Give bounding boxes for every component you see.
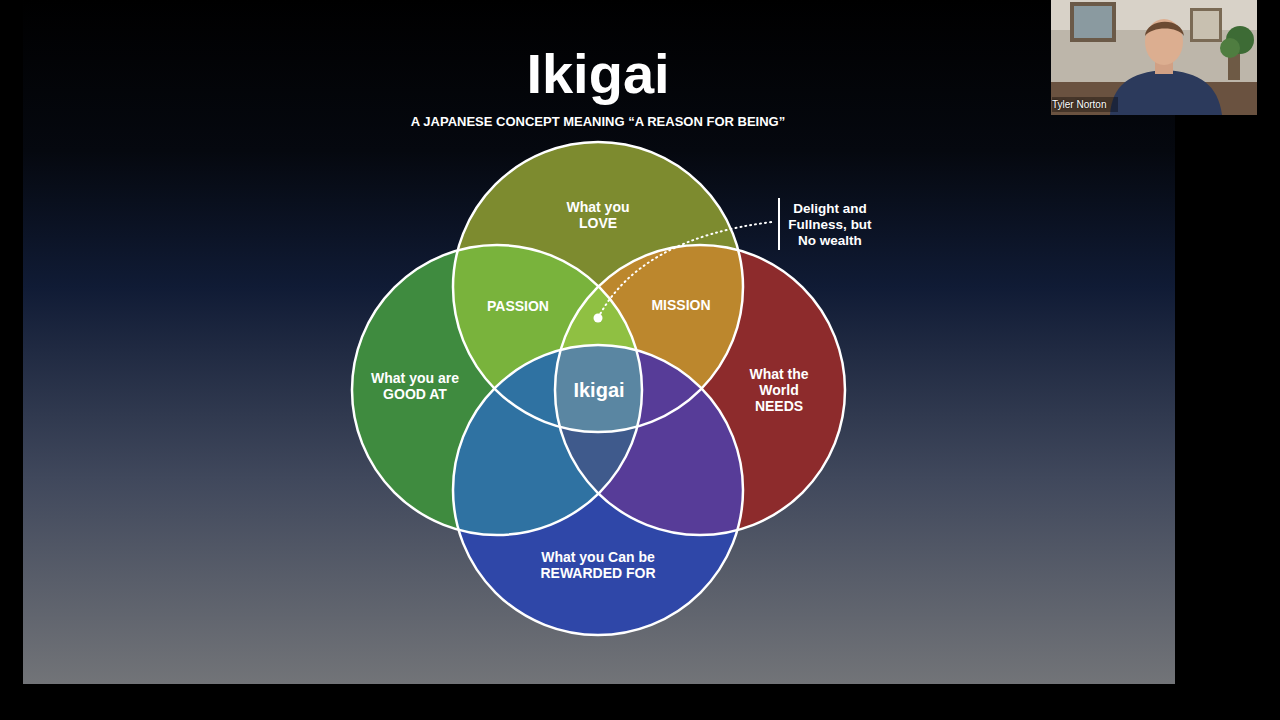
triple-overlap-region <box>555 245 845 535</box>
circle-label: What you Can be REWARDED FOR <box>533 549 663 581</box>
circle-outlines <box>352 142 845 635</box>
callout-dot <box>594 314 603 323</box>
circle-label: What you are GOOD AT <box>364 370 466 402</box>
triple-overlap-region <box>555 245 845 535</box>
region-label: PASSION <box>473 298 563 314</box>
webcam-view <box>1051 0 1257 115</box>
slide-subtitle: A JAPANESE CONCEPT MEANING “A REASON FOR… <box>388 114 808 130</box>
region-label: Ikigai <box>554 378 644 402</box>
slide-panel <box>23 0 1175 684</box>
circle-label: What the World NEEDS <box>741 366 817 414</box>
participant-name: Tyler Norton <box>1052 99 1118 111</box>
ikigai-region <box>555 245 845 535</box>
leader-line <box>598 222 772 318</box>
callout-note: Delight and Fullness, but No wealth <box>780 201 880 249</box>
circle-label: What you LOVE <box>557 199 639 231</box>
region-label: MISSION <box>636 297 726 313</box>
mission-region <box>555 245 845 535</box>
circle-fill <box>453 345 743 635</box>
slide-title: Ikigai <box>398 42 798 106</box>
callout-bracket <box>778 198 780 250</box>
vocation-region <box>555 245 845 535</box>
